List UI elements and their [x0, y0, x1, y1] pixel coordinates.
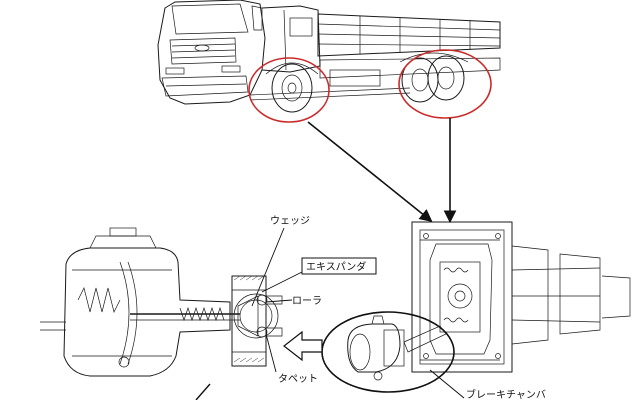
expander-body: [231, 275, 283, 367]
front-wheel-highlight: [248, 57, 330, 123]
label-chamber: ブレーキチャンバ: [466, 388, 546, 400]
label-tappet: タペット: [278, 373, 318, 385]
label-expander-box: [301, 257, 377, 275]
wedge-brake-cross-section: [40, 227, 240, 377]
brake-assembly-drawing: [411, 221, 631, 373]
arrow-front-to-brake: [307, 121, 433, 223]
brake-chamber-drawing: [347, 315, 447, 381]
label-leaders: [195, 227, 307, 400]
chamber-leader: [429, 369, 465, 399]
label-expander: エキスパンダ: [306, 260, 366, 273]
label-roller: ローラ: [292, 295, 322, 307]
label-wedge: ウェッジ: [270, 215, 310, 227]
direction-arrow: [283, 330, 323, 362]
rear-wheel-highlight: [398, 49, 492, 119]
truck-illustration: [157, 0, 501, 113]
